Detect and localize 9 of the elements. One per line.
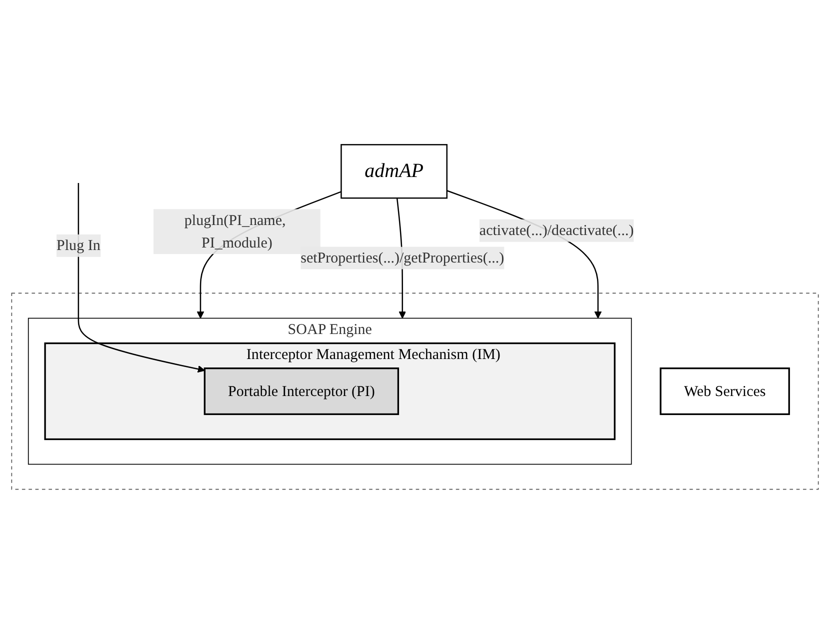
node-box: Web Services — [660, 366, 790, 415]
edge-label: activate(...)/deactivate(...) — [479, 221, 634, 238]
edge-label: setProperties(...)/getProperties(...) — [300, 248, 504, 266]
edge-label: plugIn(PI_name, PI_module) — [184, 211, 286, 250]
cluster — [11, 292, 819, 490]
node-box: admAP — [340, 144, 448, 198]
node-box: Portable Interceptor (PI) — [204, 366, 400, 415]
arrow — [78, 182, 205, 372]
edge-label: Plug In — [56, 236, 100, 254]
